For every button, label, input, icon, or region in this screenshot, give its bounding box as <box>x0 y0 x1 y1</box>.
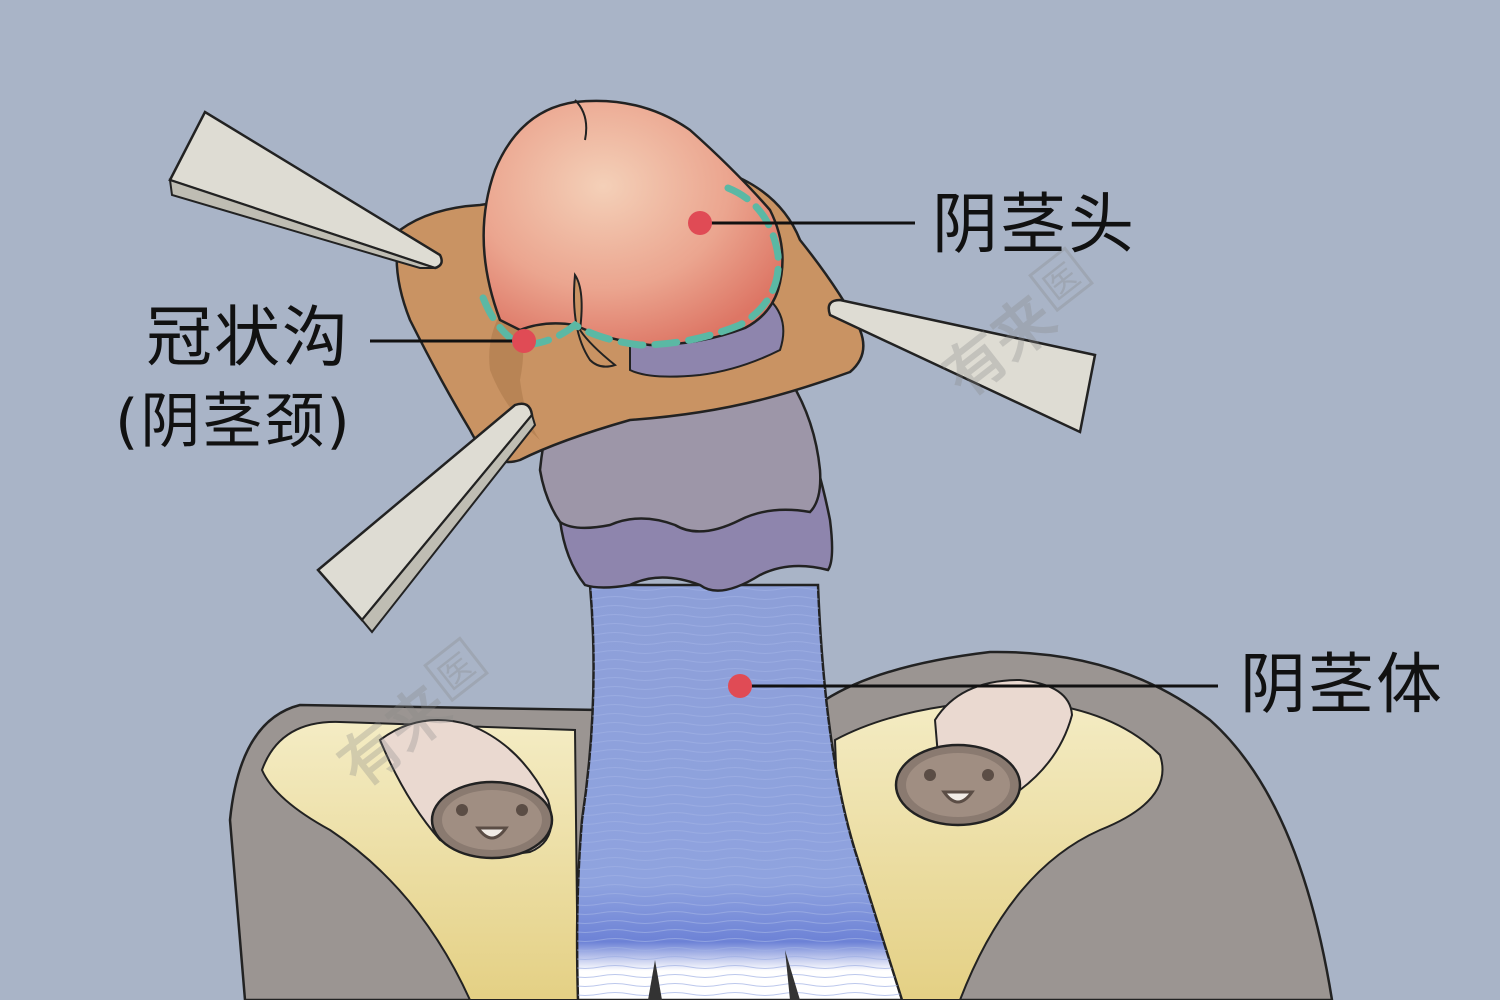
retractor-upper-left <box>168 110 443 270</box>
coronal-sulcus-dashed-line <box>478 184 782 349</box>
retractor-lower-left <box>316 402 537 634</box>
label-penile-body: 阴茎体 <box>1240 646 1444 723</box>
cord-right <box>894 678 1074 827</box>
cord-left <box>378 719 554 860</box>
marker-sulcus <box>512 329 536 353</box>
retractor-right <box>827 298 1097 434</box>
leader-lines <box>370 221 1218 688</box>
label-coronal-sulcus: 冠状沟 <box>146 299 350 376</box>
label-glans: 阴茎头 <box>932 186 1136 263</box>
label-penile-neck: (阴茎颈) <box>115 387 352 457</box>
marker-body <box>728 674 752 698</box>
penile-shaft <box>575 583 904 1000</box>
marker-glans <box>688 211 712 235</box>
